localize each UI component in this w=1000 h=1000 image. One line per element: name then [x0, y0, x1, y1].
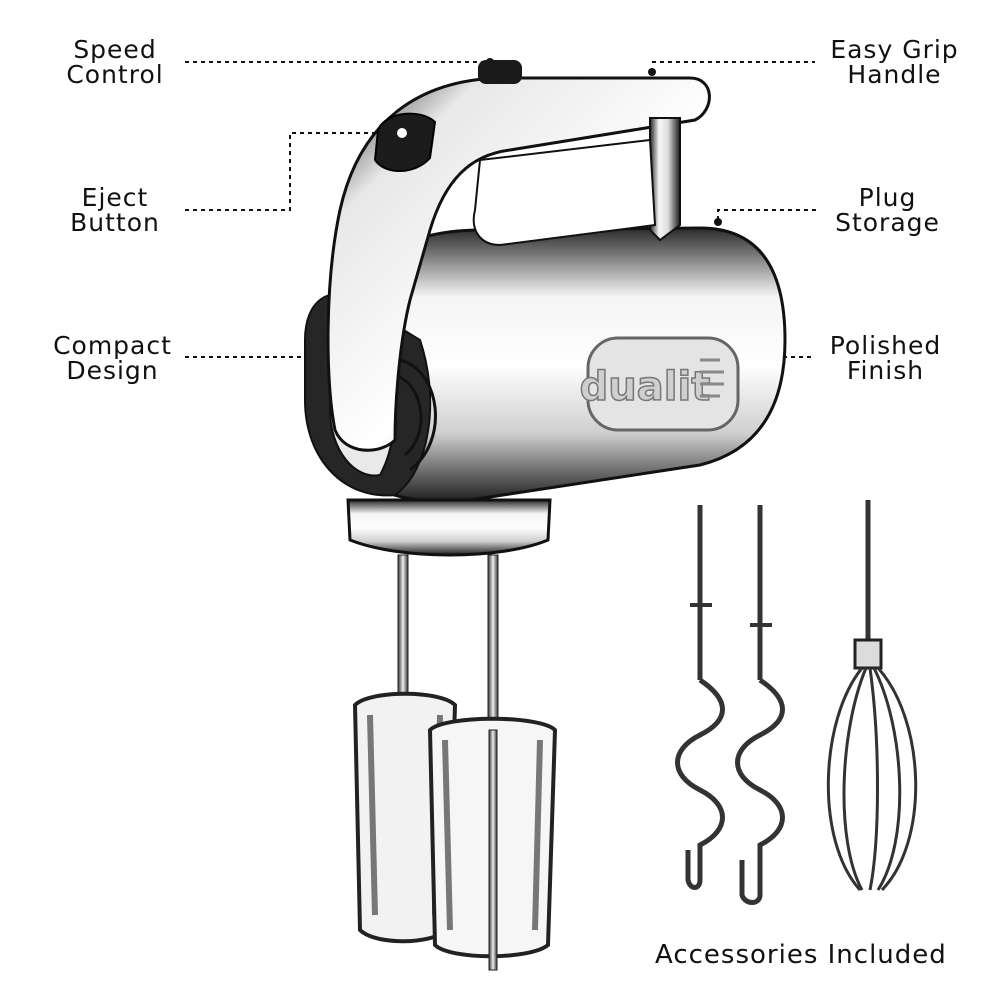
callout-speed-control: Speed Control [60, 37, 170, 87]
callout-line: Handle [847, 60, 942, 89]
speed-control-icon [478, 60, 522, 84]
callout-line: Finish [846, 356, 925, 385]
callout-line: Design [66, 356, 159, 385]
callout-line: Speed [73, 35, 157, 64]
leader-plug-storage [717, 209, 820, 220]
vent-rings [394, 358, 437, 472]
balloon-whisk-icon [826, 500, 918, 892]
callout-line: Control [66, 60, 164, 89]
callout-plug-storage: Plug Storage [825, 185, 950, 235]
callout-leaders [185, 61, 820, 358]
callout-line: Storage [835, 208, 940, 237]
dough-hook-icon [675, 505, 725, 890]
mixer-handle [326, 60, 711, 452]
callout-easy-grip-handle: Easy Grip Handle [822, 37, 967, 87]
dough-hook-icon [735, 505, 785, 905]
callout-line: Polished [829, 331, 942, 360]
callout-line: Button [70, 208, 160, 237]
accessories-caption: Accessories Included [655, 940, 947, 970]
eject-button-icon [373, 112, 437, 172]
callout-eject-button: Eject Button [60, 185, 170, 235]
brand-logo: dualit [580, 364, 711, 410]
callout-line: Compact [53, 331, 172, 360]
callout-compact-design: Compact Design [45, 333, 180, 383]
callout-polished-finish: Polished Finish [818, 333, 953, 383]
callout-line: Easy Grip [830, 35, 959, 64]
leader-eject-button [185, 132, 395, 211]
callout-line: Eject [81, 183, 149, 212]
mixer-body: dualit [304, 226, 787, 503]
beaters [352, 554, 558, 971]
callout-line: Plug [858, 183, 917, 212]
beater-collar [346, 498, 552, 557]
